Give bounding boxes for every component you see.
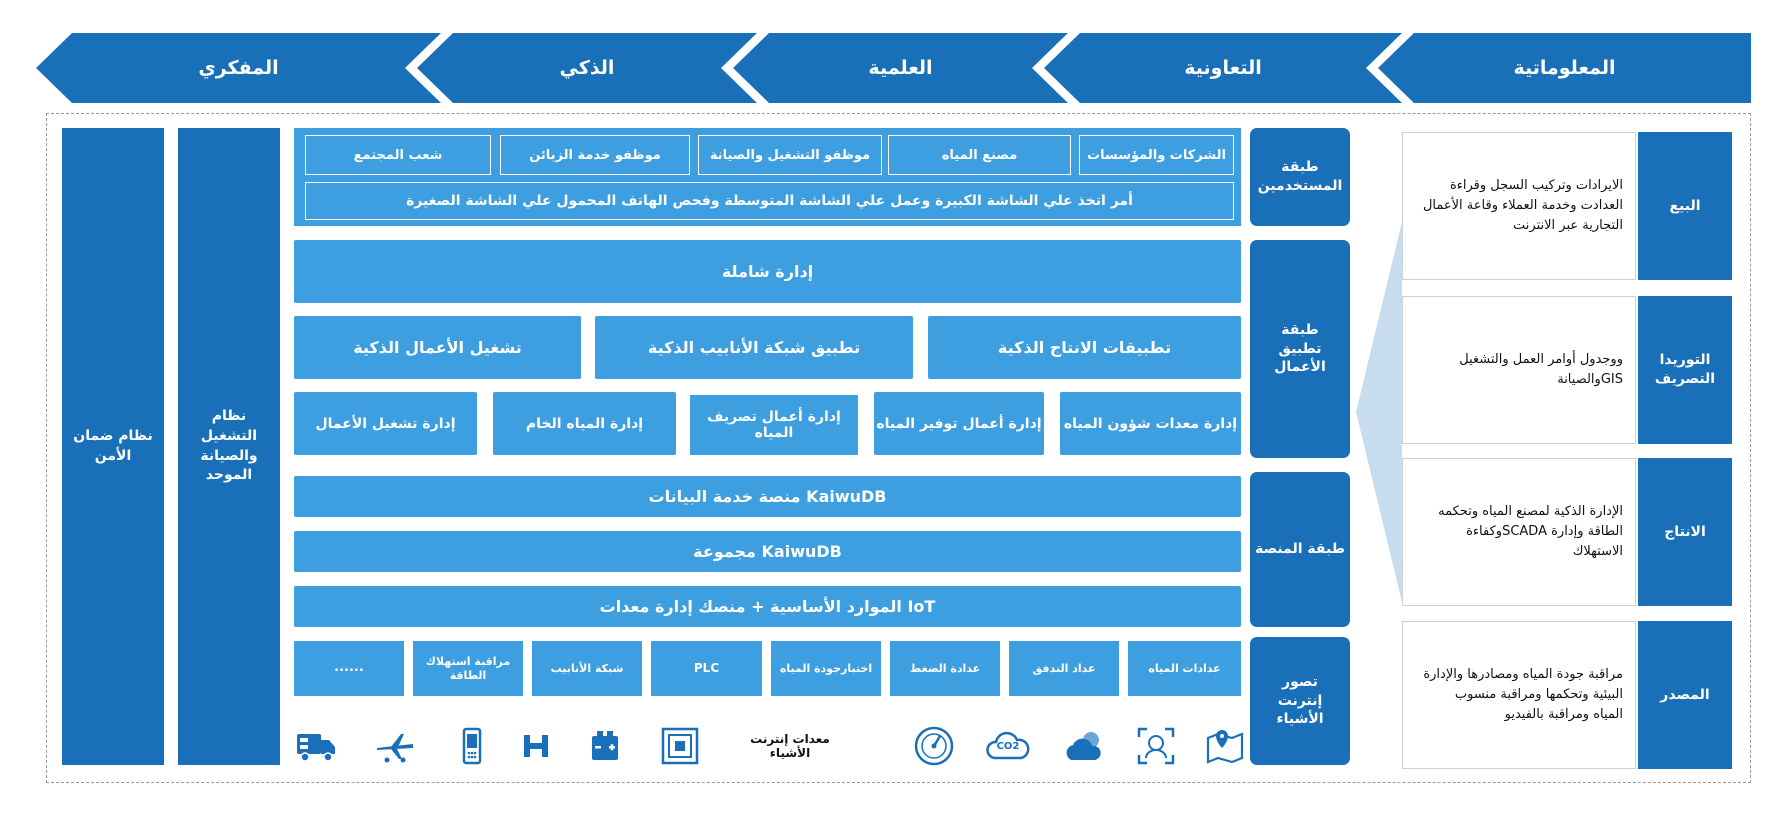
source-description: مراقبة جودة المياه ومصادرها والإدارة الب… — [1402, 621, 1636, 769]
supply-drainage-title: التوريدا التصريف — [1638, 296, 1732, 444]
iot-resource-platform: الموارد الأساسية + منصك إدارة معدات IoT — [294, 586, 1241, 627]
weather-cloud-icon — [1066, 732, 1101, 760]
flow-arrow-body — [1385, 330, 1402, 530]
face-scan-icon — [1137, 727, 1175, 765]
banner-item-scientific: العلمية — [733, 33, 1068, 103]
module-raw-water-mgmt: إدارة المياه الخام — [493, 392, 676, 455]
production-title: الانتاج — [1638, 458, 1732, 606]
supply-drainage-description: ووجدول أوامر العمل والتشغيل GISوالصيانة — [1402, 296, 1636, 444]
layer-label-platform: طبقة المنصة — [1250, 472, 1350, 627]
chip-frame-icon — [661, 727, 699, 765]
device-water-meters: عدادات المياه — [1128, 641, 1241, 696]
production-description: الإدارة الذكية لمصنع المياه وتحكمه الطاق… — [1402, 458, 1636, 606]
module-water-equipment-mgmt: إدارة معدات شؤون المياه — [1060, 392, 1241, 455]
banner-item-mufakkiri: المفكري — [36, 33, 441, 103]
module-drainage-mgmt: إدارة أعمال تصريف المياه — [689, 394, 859, 456]
security-system: نظام ضمان الأمن — [62, 128, 164, 765]
device-pressure-gauge: عدادة الضغط — [890, 641, 1000, 696]
device-flow-meter: عداد التدفق — [1009, 641, 1119, 696]
user-community: شعب المجتمع — [305, 135, 491, 175]
mobile-phone-icon — [462, 727, 482, 765]
layer-label-business: طبقة تطبيق الأعمال — [1250, 240, 1350, 458]
diagram-frame — [46, 113, 1751, 783]
user-customer-service: موظفو خدمة الزبائن — [500, 135, 690, 175]
app-smart-production: تطبيقات الانتاج الذكية — [928, 316, 1241, 379]
co2-cloud-icon: CO2 — [985, 724, 1031, 768]
sales-description: الايرادات وتركيب السجل وقراءة العدادت وخ… — [1402, 132, 1636, 280]
device-plc: PLC — [651, 641, 762, 696]
comprehensive-management: إدارة شاملة — [294, 240, 1241, 303]
layer-label-iot: تصور إنترنت الأشياء — [1250, 637, 1350, 765]
source-title: المصدر — [1638, 621, 1732, 769]
layer-label-users: طبقة المستخدمين — [1250, 128, 1350, 226]
banner-item-cooperative: التعاونية — [1044, 33, 1402, 103]
device-water-quality-test: اختبارجودة المياه — [771, 641, 881, 696]
airplane-icon — [377, 734, 413, 763]
battery-box-icon — [592, 731, 618, 760]
device-pipe-network: شبكة الأنابيب — [532, 641, 642, 696]
app-smart-business-ops: تشغيل الأعمال الذكية — [294, 316, 581, 379]
truck-icon — [297, 734, 335, 762]
co2-label: CO2 — [996, 741, 1020, 752]
map-location-icon — [1206, 730, 1244, 764]
users-layer-panel — [294, 128, 1241, 226]
kaiwudb-cluster: مجموعة KaiwuDB — [294, 531, 1241, 572]
iot-devices-label: معدات إنترنت الأشياء — [750, 732, 830, 760]
user-water-plant: مصنع المياه — [888, 135, 1071, 175]
module-business-ops-mgmt: إدارة تشغيل الأعمال — [294, 392, 477, 455]
user-companies: الشركات والمؤسسات — [1079, 135, 1234, 175]
app-smart-pipe-network: تطبيق شبكة الأنابيب الذكية — [595, 316, 913, 379]
banner-item-informational: المعلوماتية — [1378, 33, 1751, 103]
module-water-supply-mgmt: إدارة أعمال توفير المياه — [874, 392, 1044, 455]
gauge-icon — [914, 726, 954, 766]
device-more: ...... — [294, 641, 404, 696]
banner-item-smart: الذكي — [417, 33, 757, 103]
user-ops-staff: موظفو التشغيل والصيانة — [698, 135, 882, 175]
ops-maintenance-system: نظام التشغيل والصيانة الموحد — [178, 128, 280, 765]
sensor-clamp-icon — [524, 735, 548, 757]
data-service-platform: منصة خدمة البيانات KaiwuDB — [294, 476, 1241, 517]
users-screen-note: أمر اتخذ علي الشاشة الكبيرة وعمل علي الش… — [305, 182, 1234, 220]
device-energy-monitoring: مراقبة استهلاك الطاقة — [413, 641, 523, 696]
sales-title: البيع — [1638, 132, 1732, 280]
